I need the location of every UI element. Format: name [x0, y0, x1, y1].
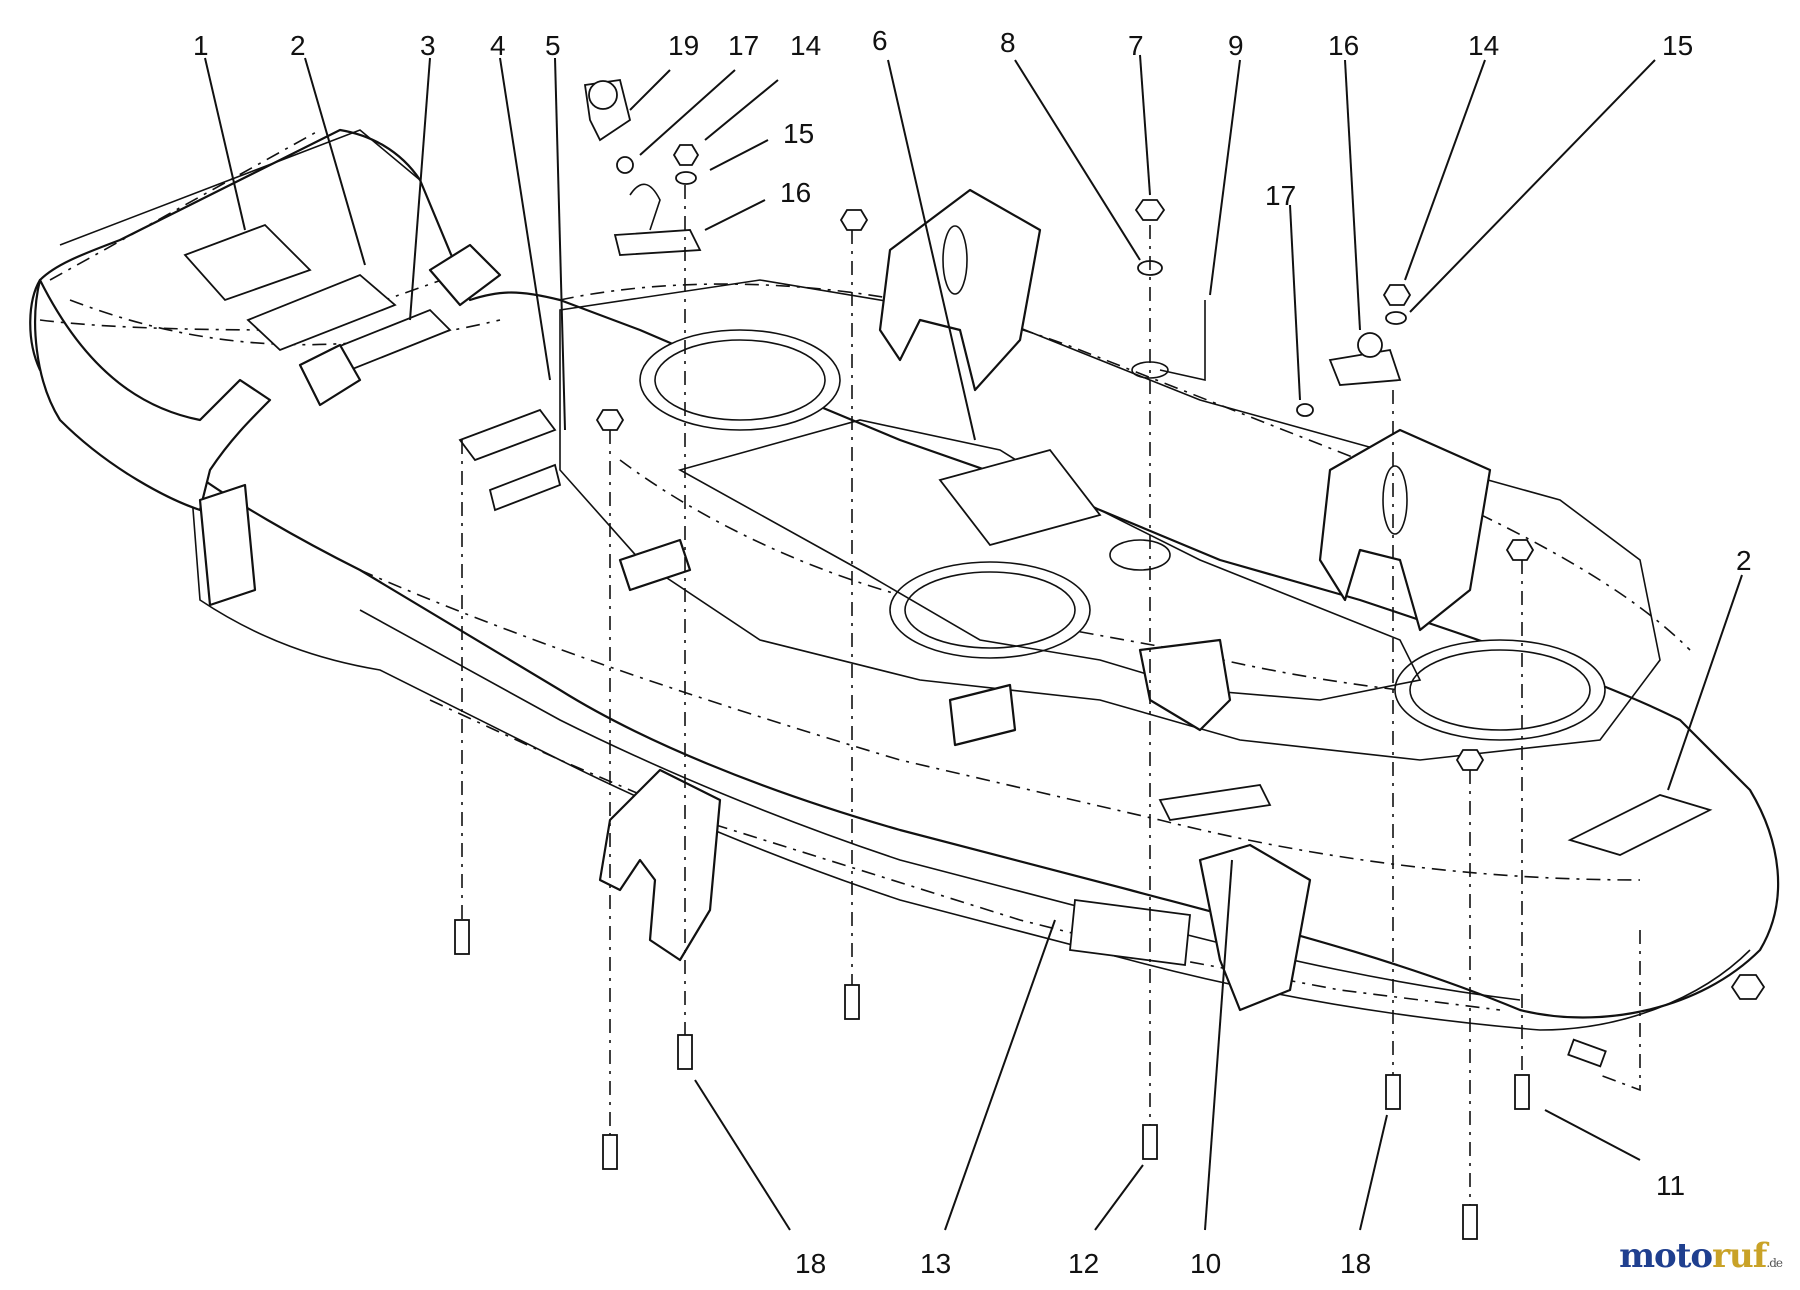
callout-4: 4: [490, 30, 506, 61]
callout-14-left: 14: [790, 30, 821, 61]
callout-13: 13: [920, 1248, 951, 1279]
decal-13: [1069, 898, 1191, 967]
callouts: 1 2 3 4 5 19 17 14 15 16 6 8 7 9 17 16 1…: [193, 25, 1752, 1279]
callout-17-left: 17: [728, 30, 759, 61]
hinge-bracket-1: [428, 243, 502, 307]
callout-18-right: 18: [1340, 1248, 1371, 1279]
callout-10: 10: [1190, 1248, 1221, 1279]
assembly-lines: [461, 185, 1641, 1205]
bolt-head-top-1: [839, 209, 869, 231]
washer-15a: [675, 171, 697, 185]
decal-10: [1158, 784, 1272, 821]
spring-19-top: [588, 80, 618, 110]
chute-end-bracket: [198, 483, 257, 607]
callout-8: 8: [1000, 27, 1016, 58]
nut-14b: [1382, 284, 1412, 306]
callout-12: 12: [1068, 1248, 1099, 1279]
nut-14a: [672, 144, 700, 166]
bolt-bottom-12: [1142, 1124, 1158, 1160]
callout-19: 19: [668, 30, 699, 61]
bolt-head-top-4: [1455, 749, 1485, 771]
callout-9: 9: [1228, 30, 1244, 61]
lift-bracket-right: [1318, 428, 1492, 632]
retaining-ring-17a: [616, 156, 634, 174]
center-bracket: [1138, 638, 1232, 732]
front-hanger: [598, 768, 722, 962]
callout-2-right: 2: [1736, 545, 1752, 576]
hinge-bracket-2: [298, 343, 362, 407]
rod-9: [1159, 300, 1206, 381]
deck-shell: [29, 128, 1780, 1031]
callout-7: 7: [1128, 30, 1144, 61]
rear-baffle-bracket: [1198, 843, 1312, 1012]
watermark-accent: ruf: [1712, 1236, 1767, 1276]
callout-16-left: 16: [780, 177, 811, 208]
callout-18-left: 18: [795, 1248, 826, 1279]
bolt-bottom-left: [454, 919, 470, 955]
anti-scalp-tab-left: [618, 538, 692, 592]
callout-1: 1: [193, 30, 209, 61]
washer-15b: [1385, 311, 1407, 325]
decal-6: [938, 448, 1102, 547]
decal-5: [488, 463, 562, 512]
callout-6: 6: [872, 25, 888, 56]
side-nut: [1730, 974, 1766, 1000]
callout-17-right: 17: [1265, 180, 1296, 211]
decal-2-right: [1567, 794, 1713, 856]
decal-2-left: [246, 273, 397, 352]
watermark-logo: motoruf.de: [1619, 1236, 1783, 1276]
watermark-tld: .de: [1766, 1256, 1783, 1270]
retaining-ring-17b: [1296, 403, 1314, 417]
bolt-bottom-11: [1514, 1074, 1530, 1110]
callout-15-left: 15: [783, 118, 814, 149]
side-bolt: [1567, 1038, 1607, 1068]
bolt-bottom-left2: [602, 1134, 618, 1170]
anti-scalp-tab-right: [948, 683, 1017, 747]
nut-7: [1134, 199, 1166, 221]
bolt-bottom-center: [844, 984, 860, 1020]
callout-15-right: 15: [1662, 30, 1693, 61]
callout-2-left: 2: [290, 30, 306, 61]
bolt-bottom-18a: [677, 1034, 693, 1070]
leader-lines: [204, 54, 1743, 1231]
decal-1: [183, 223, 312, 302]
decal-4: [458, 408, 557, 462]
callout-14-right: 14: [1468, 30, 1499, 61]
callout-5: 5: [545, 30, 561, 61]
bolt-head-top-2: [595, 409, 625, 431]
callout-11: 11: [1656, 1170, 1685, 1201]
callout-3: 3: [420, 30, 436, 61]
callout-16-right: 16: [1328, 30, 1359, 61]
spring-arm-16a: [613, 229, 702, 256]
watermark-main: moto: [1619, 1236, 1713, 1276]
bolt-bottom-right: [1462, 1204, 1478, 1240]
bolt-bottom-18b: [1385, 1074, 1401, 1110]
bolt-head-top-3: [1505, 539, 1535, 561]
decals: [183, 223, 1713, 967]
brackets: [198, 188, 1492, 1012]
